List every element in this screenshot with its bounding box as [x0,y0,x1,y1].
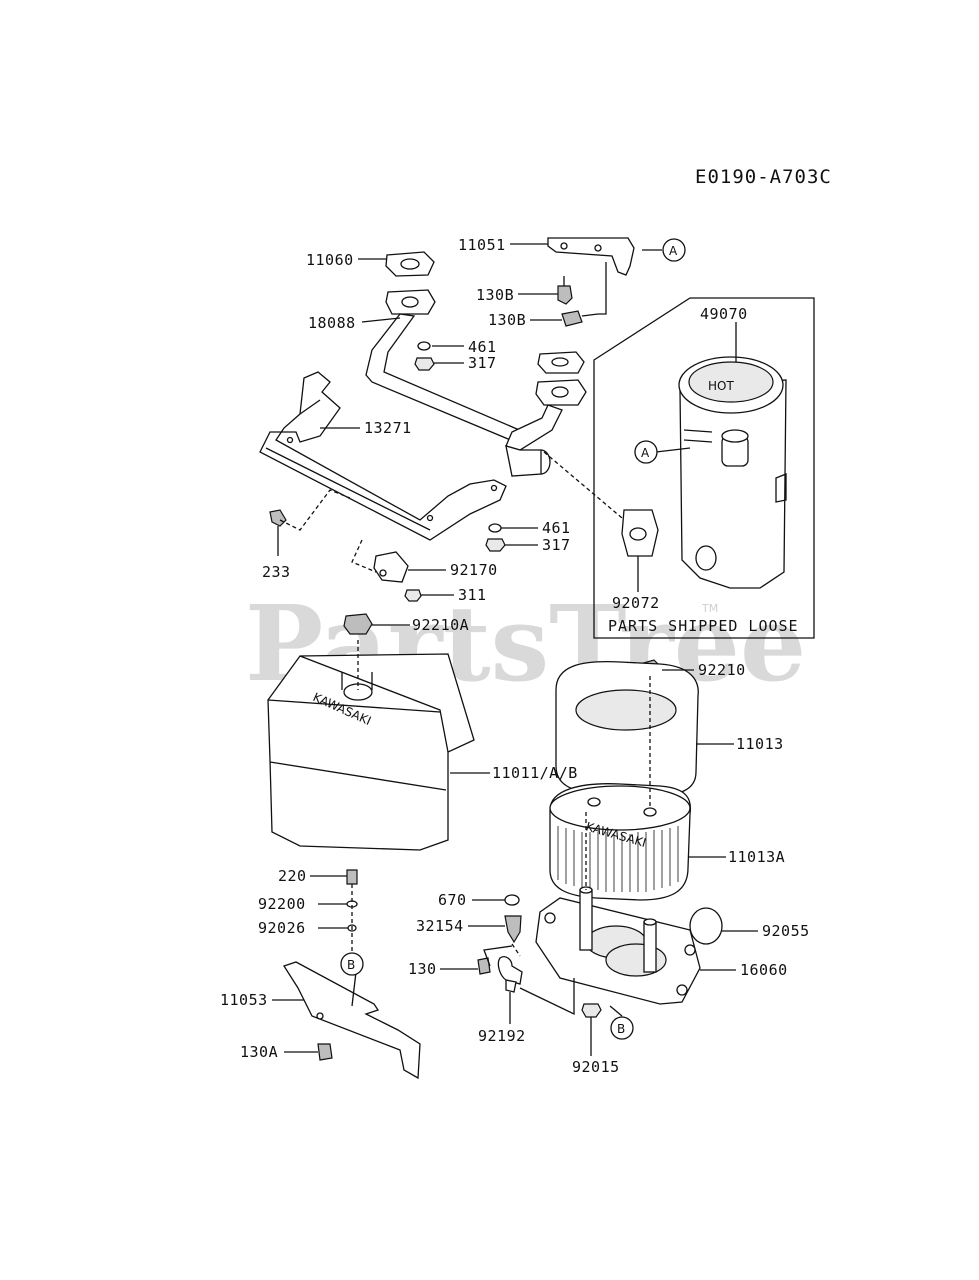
part-label-670[interactable]: 670 [438,891,467,909]
part-label-11060[interactable]: 11060 [306,251,354,269]
ref-marker-a-1: A [662,238,686,262]
element-pleats [557,826,679,892]
part-label-32154[interactable]: 32154 [416,917,464,935]
part-label-92072[interactable]: 92072 [612,594,660,612]
ref-marker-b-2: B [610,1016,634,1040]
part-label-317-1[interactable]: 317 [468,354,497,372]
part-label-92210A[interactable]: 92210A [412,616,469,634]
svg-text:A: A [641,446,650,460]
part-label-11051[interactable]: 11051 [458,236,506,254]
svg-text:B: B [617,1022,625,1036]
bolt-220[interactable] [346,869,358,885]
fitting-32154[interactable] [504,915,522,944]
part-label-92170[interactable]: 92170 [450,561,498,579]
screw-130[interactable] [477,957,491,975]
washer-461-upper[interactable] [417,341,431,351]
air-filter-element-11013A[interactable]: KAWASAKI [549,783,692,901]
o-ring-92055[interactable] [689,907,723,945]
air-cleaner-cover-11011[interactable]: KAWASAKI [267,653,475,851]
part-label-92200[interactable]: 92200 [258,895,306,913]
bolt-130B-1[interactable] [557,276,573,305]
part-label-130B-2[interactable]: 130B [488,311,526,329]
gasket-upper[interactable] [537,351,585,374]
nut-92015[interactable] [581,1003,602,1018]
wing-nut-92210A[interactable] [343,613,373,635]
ref-marker-b-1: B [340,952,364,976]
part-label-16060[interactable]: 16060 [740,961,788,979]
screw-233[interactable] [269,509,287,527]
loose-parts-box [593,297,815,639]
ref-marker-a-2: A [634,440,658,464]
part-label-317-2[interactable]: 317 [542,536,571,554]
part-label-92192[interactable]: 92192 [478,1027,526,1045]
precleaner-11013[interactable] [555,661,699,797]
part-label-11013A[interactable]: 11013A [728,848,785,866]
exhaust-pipe-18088[interactable] [365,289,587,477]
part-label-92055[interactable]: 92055 [762,922,810,940]
part-label-11013[interactable]: 11013 [736,735,784,753]
part-label-233[interactable]: 233 [262,563,291,581]
parts-shipped-loose-note: PARTS SHIPPED LOOSE [608,617,799,635]
part-label-92210[interactable]: 92210 [698,661,746,679]
part-label-92026[interactable]: 92026 [258,919,306,937]
part-label-130A[interactable]: 130A [240,1043,278,1061]
bracket-11051[interactable] [547,237,635,276]
part-label-11011AB[interactable]: 11011/A/B [492,764,578,782]
heat-shield-13271[interactable] [259,371,507,541]
nut-317-upper[interactable] [414,357,435,371]
bracket-11053[interactable] [283,961,421,1080]
nut-311[interactable] [404,589,422,602]
part-label-461-2[interactable]: 461 [542,519,571,537]
part-label-11053[interactable]: 11053 [220,991,268,1009]
muffler-49070[interactable]: HOT [678,356,787,589]
leader-lines [272,243,758,1056]
part-label-49070[interactable]: 49070 [700,305,748,323]
svg-text:B: B [347,958,355,972]
part-label-130B-1[interactable]: 130B [476,286,514,304]
part-label-461-1[interactable]: 461 [468,338,497,356]
washer-461-lower[interactable] [488,523,502,533]
svg-text:A: A [669,244,678,258]
part-label-130[interactable]: 130 [408,960,437,978]
part-label-18088[interactable]: 18088 [308,314,356,332]
diagram-code: E0190-A703C [695,166,832,188]
seal-670[interactable] [504,894,520,906]
part-label-13271[interactable]: 13271 [364,419,412,437]
clamp-92170[interactable] [373,551,409,583]
part-label-92015[interactable]: 92015 [572,1058,620,1076]
bolt-130B-2[interactable] [561,310,599,327]
muffler-hot-decal: HOT [708,379,734,393]
part-label-220[interactable]: 220 [278,867,307,885]
watermark-tm: TM [701,602,718,615]
gasket-11060[interactable] [385,251,435,277]
bolt-130A[interactable] [317,1043,333,1061]
air-cleaner-base-16060[interactable] [535,886,701,1005]
nut-317-lower[interactable] [485,538,506,552]
breather-hose-92192[interactable] [497,956,523,993]
clamp-92072[interactable] [621,509,659,557]
part-label-311[interactable]: 311 [458,586,487,604]
